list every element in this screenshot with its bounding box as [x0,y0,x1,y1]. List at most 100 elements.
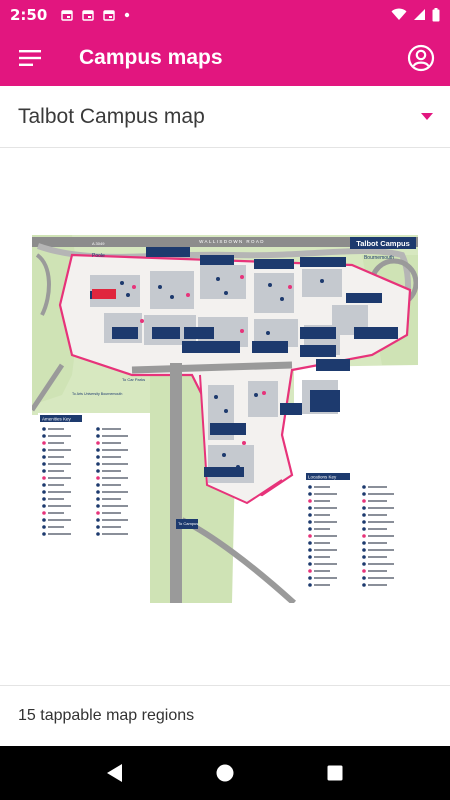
key-entry-line [314,486,330,488]
dropdown-caret-icon [420,110,434,124]
key-bullet-icon [42,441,46,445]
key-bullet-icon [362,513,366,517]
key-bullet-icon [362,520,366,524]
map-label-aub: To Arts University Bournemouth [72,392,122,396]
key-entry-line [102,470,121,472]
campus-map-image[interactable]: Talbot Campus Bournemouth Poole WALLISDO… [32,235,418,603]
key-bullet-icon [362,583,366,587]
key-bullet-icon [362,576,366,580]
key-bullet-icon [362,534,366,538]
key-bullet-icon [96,476,100,480]
map-selector-value: Talbot Campus map [18,104,205,128]
amenities-key-title: Amenities Key [42,417,72,422]
key-bullet-icon [362,569,366,573]
key-entry-line [314,570,330,572]
key-entry-line [48,484,64,486]
key-entry-line [102,442,121,444]
key-entry-line [368,549,394,551]
key-entry-line [368,584,387,586]
key-entry-line [48,428,64,430]
key-bullet-icon [96,518,100,522]
hamburger-menu-icon [19,49,41,66]
account-button[interactable] [392,29,450,86]
key-entry-line [102,498,121,500]
dot-icon [125,12,130,17]
calendar-icon [82,9,95,21]
key-bullet-icon [362,492,366,496]
key-entry-line [48,519,71,521]
back-button[interactable] [95,753,135,793]
key-entry-line [368,570,387,572]
key-entry-line [368,514,387,516]
key-entry-line [48,491,71,493]
home-icon [216,764,234,782]
key-bullet-icon [42,518,46,522]
key-entry-line [314,549,337,551]
key-bullet-icon [42,448,46,452]
key-bullet-icon [308,499,312,503]
key-bullet-icon [96,483,100,487]
locations-key-title: Locations Key [308,475,337,480]
recents-button[interactable] [315,753,355,793]
key-entry-line [48,477,71,479]
key-bullet-icon [42,462,46,466]
key-entry-line [368,507,394,509]
key-entry-line [368,500,387,502]
key-entry-line [48,470,64,472]
map-selector-dropdown[interactable]: Talbot Campus map [0,86,450,148]
key-bullet-icon [308,576,312,580]
key-entry-line [102,505,128,507]
account-circle-icon [407,44,435,71]
recents-icon [327,765,343,781]
back-icon [107,764,122,782]
key-bullet-icon [362,485,366,489]
key-entry-line [314,507,337,509]
status-bar: 2:50 [0,0,450,29]
key-entry-line [102,435,128,437]
key-bullet-icon [308,562,312,566]
map-viewport[interactable]: Talbot Campus Bournemouth Poole WALLISDO… [0,149,450,685]
key-entry-line [368,528,387,530]
key-bullet-icon [42,434,46,438]
map-direction-poole: Poole [92,253,105,259]
key-bullet-icon [308,520,312,524]
key-entry-line [102,519,128,521]
key-bullet-icon [96,455,100,459]
key-bullet-icon [308,548,312,552]
map-direction-bournemouth: Bournemouth [364,255,394,261]
key-entry-line [314,521,337,523]
key-bullet-icon [96,525,100,529]
key-entry-line [368,563,394,565]
key-entry-line [368,486,387,488]
map-label-to-campus: To Campus [178,521,198,526]
key-entry-line [48,435,71,437]
key-bullet-icon [42,525,46,529]
tappable-regions-count: 15 tappable map regions [18,707,195,724]
key-bullet-icon [362,548,366,552]
key-bullet-icon [42,427,46,431]
key-entry-line [314,577,337,579]
menu-button[interactable] [0,29,60,86]
key-bullet-icon [42,504,46,508]
key-entry-line [314,584,330,586]
key-entry-line [102,477,128,479]
key-bullet-icon [308,555,312,559]
key-entry-line [48,512,64,514]
map-road-number: A 3049 [92,241,105,246]
key-entry-line [102,428,121,430]
key-entry-line [102,512,121,514]
key-bullet-icon [362,499,366,503]
key-bullet-icon [96,490,100,494]
home-button[interactable] [205,753,245,793]
key-entry-line [314,535,337,537]
key-bullet-icon [362,562,366,566]
key-entry-line [368,521,394,523]
key-entry-line [48,456,64,458]
signal-icon [414,9,425,20]
key-bullet-icon [42,455,46,459]
map-road-name: WALLISDOWN ROAD [199,239,265,244]
key-bullet-icon [96,469,100,473]
key-entry-line [314,514,330,516]
battery-icon [432,7,440,21]
key-bullet-icon [308,492,312,496]
